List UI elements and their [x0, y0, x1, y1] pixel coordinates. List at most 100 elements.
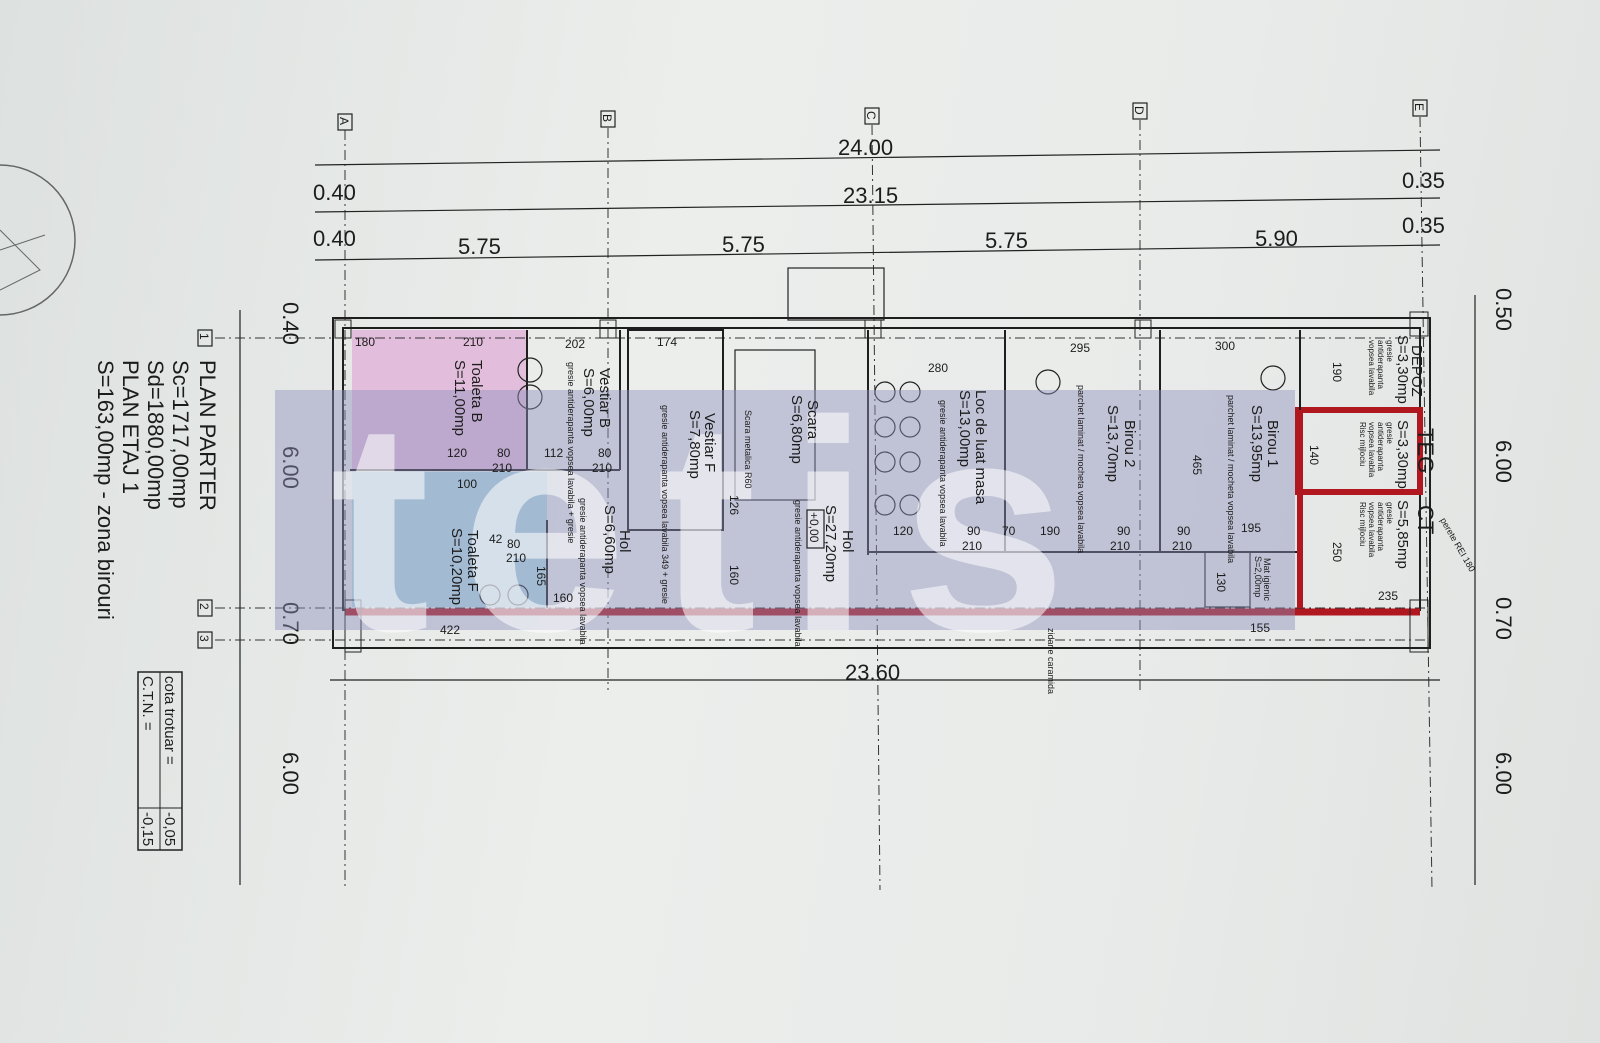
dim-bay-4: 5.90 — [1255, 226, 1298, 251]
dim-left-offset-2: 0.40 — [313, 226, 356, 251]
axis-b: B — [600, 114, 614, 122]
dimension-lines — [239, 149, 1476, 885]
label-rooms-3-name: Toaleta F — [464, 530, 481, 592]
label-small_dims-3: 174 — [657, 335, 677, 349]
label-small_dims-25: 120 — [893, 524, 913, 538]
dim-right-offset-2: 0.35 — [1402, 213, 1445, 238]
label-rooms-9-name: Birou 1 — [1264, 420, 1281, 468]
dim-right-1: 6.00 — [1491, 440, 1516, 483]
label-rooms-11-name: TEG — [1413, 428, 1438, 473]
label-rooms-4-name: Hol — [616, 530, 633, 553]
dim-right-0: 0.50 — [1491, 288, 1516, 331]
label-rooms-1-name: Vestiar B — [596, 368, 613, 428]
axis-3: 3 — [197, 635, 211, 642]
furniture — [479, 357, 1286, 606]
dim-right-offset-1: 0.35 — [1402, 168, 1445, 193]
room-labels: Toaleta B S=11,00mp Vestiar B S=6,00mp g… — [448, 335, 1477, 694]
axis-d: D — [1132, 106, 1146, 115]
axis-e: E — [1412, 103, 1426, 111]
label-title_block-floor: PLAN ETAJ 1 — [118, 360, 143, 494]
label-small_dims-16: 165 — [534, 566, 548, 586]
label-small_dims-29: 190 — [1040, 524, 1060, 538]
label-small_dims-27: 210 — [962, 539, 982, 553]
depoz-finish: gresie antiderapanta vopsea lavabila — [1367, 340, 1394, 396]
ct-finish: gresie antiderapanta vopsea lavabila Ris… — [1358, 502, 1394, 558]
label-rooms-9-area: S=13,95mp — [1248, 405, 1265, 482]
label-annotations-wall_type: zidarie caramida — [1046, 628, 1056, 694]
label-small_dims-28: 70 — [1002, 524, 1016, 538]
label-small_dims-12: 42 — [489, 532, 503, 546]
toilet-b-fill — [352, 330, 527, 470]
label-rooms-13-name: Mat igienic — [1262, 558, 1272, 602]
label-small_dims-21: 160 — [727, 565, 741, 585]
label-rooms-4-finish: gresie antiderapanta vopsea lavabila — [578, 498, 588, 645]
label-rooms-7-area: S=13,00mp — [956, 390, 973, 467]
label-rooms-7-name: Loc de luat masa — [972, 390, 989, 505]
label-small_dims-34: 210 — [1172, 539, 1192, 553]
dim-left-offset-1: 0.40 — [313, 180, 356, 205]
label-rooms-13-area: S=2,00mp — [1253, 556, 1263, 597]
label-rooms-5-name: Scara — [804, 400, 821, 440]
dim-bay-3: 5.75 — [985, 228, 1028, 253]
label-small_dims-39: 235 — [1378, 589, 1398, 603]
dim-left-2: 0.70 — [278, 602, 303, 645]
label-rooms-12-name: CT — [1413, 505, 1438, 534]
label-small_dims-5: 80 — [497, 446, 511, 460]
axis-1: 1 — [197, 333, 211, 340]
small-dimensions: 180 210 202 174 120 80 210 112 80 210 10… — [355, 335, 1398, 637]
label-small_dims-2: 202 — [565, 337, 585, 351]
label-rooms-8-finish: parchet laminat / mocheta vopsea lavabil… — [1076, 385, 1086, 553]
label-title_block-sc: Sc=1717,00mp — [168, 360, 193, 509]
label-small_dims-24: 300 — [1215, 339, 1235, 353]
dim-inner-width: 23.15 — [843, 183, 898, 208]
label-small_dims-1: 210 — [463, 335, 483, 349]
elevation-box: cota trotuar = C.T.N. = -0,05 -0,15 — [137, 671, 183, 851]
label-small_dims-30: 90 — [1117, 524, 1131, 538]
label-annotations-stair_note: Scara metalica R60 — [743, 410, 753, 489]
label-rooms-8-area: S=13,70mp — [1104, 405, 1121, 482]
label-small_dims-20: 126 — [727, 495, 741, 515]
label-small_dims-36: 190 — [1330, 362, 1344, 382]
label-small_dims-22: 280 — [928, 361, 948, 375]
label-small_dims-7: 112 — [544, 446, 563, 460]
label-elevations-ctn_label: C.T.N. = — [139, 676, 156, 731]
label-small_dims-31: 210 — [1110, 539, 1130, 553]
axis-a: A — [337, 117, 351, 125]
label-rooms-2-finish: gresie antiderapanta vopsea lavabila 349… — [660, 405, 670, 604]
label-small_dims-44: 422 — [440, 623, 460, 637]
label-small_dims-17: 160 — [553, 591, 573, 605]
label-elevations-ctn_value: -0,15 — [139, 812, 156, 846]
floor-level-mark: +0,00 — [807, 512, 821, 543]
building-walls — [332, 267, 1431, 653]
label-small_dims-37: 140 — [1307, 445, 1321, 465]
label-rooms-6-area: S=27,20mp — [822, 505, 839, 582]
label-small_dims-13: 80 — [507, 537, 521, 551]
label-elevations-sidewalk_value: -0,05 — [161, 812, 178, 846]
label-rooms-1-finish: gresie antiderapanta vopsea lavabila + g… — [566, 362, 576, 543]
label-rooms-6-finish: gresie antiderapanta vopsea lavabila — [793, 500, 803, 647]
label-rooms-12-area: S=5,85mp — [1394, 500, 1411, 569]
plan-title: PLAN PARTER — [195, 360, 220, 511]
dim-bay-1: 5.75 — [458, 234, 501, 259]
label-small_dims-8: 80 — [598, 446, 612, 460]
label-watermark: tetis — [330, 358, 1097, 694]
label-rooms-4-area: S=6,60mp — [601, 505, 618, 574]
label-rooms-0-area: S=11,00mp — [451, 360, 468, 436]
label-rooms-5-area: S=6,80mp — [788, 395, 805, 464]
label-title_block-sd: Sd=1880,00mp — [143, 360, 168, 510]
label-rooms-3-area: S=10,20mp — [448, 528, 465, 605]
dim-left-0: 0.40 — [278, 302, 303, 345]
dim-right-3: 6.00 — [1491, 752, 1516, 795]
toilet-f-fill — [352, 472, 547, 607]
axis-2: 2 — [197, 603, 211, 610]
label-small_dims-38: 250 — [1330, 542, 1344, 562]
label-annotations-fire_rating: perete REI 180 — [1438, 516, 1477, 573]
dim-bottom-width: 23.60 — [845, 660, 900, 685]
label-rooms-11-area: S=3,30mp — [1394, 420, 1411, 489]
dim-left-3: 6.00 — [278, 752, 303, 795]
title-block: PLAN PARTER Sc=1717,00mp Sd=1880,00mp PL… — [93, 360, 220, 620]
label-small_dims-45: 155 — [1250, 621, 1270, 635]
architect-stamp — [0, 164, 76, 316]
label-title_block-area: S=163,00mp - zona birouri — [93, 360, 118, 620]
label-small_dims-10: 100 — [457, 477, 477, 491]
